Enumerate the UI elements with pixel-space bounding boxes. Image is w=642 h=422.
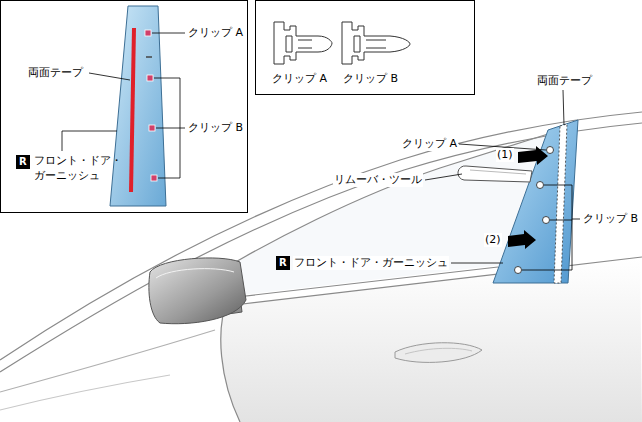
part-label: クリップ A bbox=[401, 137, 458, 151]
part-label: クリップ B bbox=[582, 212, 639, 226]
inset-garnish bbox=[110, 6, 166, 206]
leader-line bbox=[89, 73, 130, 80]
null bbox=[151, 175, 157, 181]
badge-letter: R bbox=[19, 156, 27, 167]
clip-mark bbox=[547, 147, 554, 154]
clip-drawing bbox=[342, 22, 410, 64]
part-label: リムーバ・ツール bbox=[333, 173, 423, 187]
clip-drawing bbox=[274, 22, 332, 64]
car-door bbox=[228, 267, 498, 298]
part-label: 両面テープ bbox=[536, 74, 593, 88]
door-garnish bbox=[554, 124, 567, 283]
part-label: クリップ B bbox=[188, 121, 243, 135]
clip-mark bbox=[515, 147, 554, 274]
door-mirror bbox=[149, 258, 246, 324]
door-garnish bbox=[493, 120, 578, 283]
leader-line bbox=[451, 263, 503, 264]
null bbox=[145, 30, 151, 36]
null bbox=[145, 30, 157, 181]
part-label: クリップ A bbox=[272, 72, 327, 86]
car-door bbox=[200, 134, 548, 283]
callout-number: (1) bbox=[496, 148, 514, 162]
clip-mark bbox=[515, 267, 522, 274]
leader-line bbox=[152, 33, 185, 34]
leader-line bbox=[425, 90, 580, 270]
r-badge: R bbox=[276, 256, 290, 270]
part-label: 両面テープ bbox=[28, 66, 83, 80]
clip-drawing bbox=[298, 40, 312, 48]
inset-garnish bbox=[146, 56, 152, 58]
car-door bbox=[0, 375, 170, 410]
car-door bbox=[200, 134, 548, 296]
leader-line bbox=[154, 78, 185, 178]
remover-tool bbox=[458, 166, 532, 182]
car-door bbox=[0, 112, 642, 422]
door-handle bbox=[405, 348, 472, 354]
inset-panel: クリップ A クリップ B bbox=[255, 0, 475, 95]
car-door bbox=[0, 330, 215, 392]
door-handle bbox=[395, 343, 482, 363]
badge-letter: R bbox=[279, 257, 287, 268]
null bbox=[147, 75, 153, 81]
null bbox=[149, 125, 155, 131]
leader-line bbox=[62, 131, 117, 151]
door-mirror bbox=[156, 269, 234, 278]
remover-tool bbox=[470, 170, 526, 174]
r-badge: R bbox=[16, 155, 30, 169]
inset-ground bbox=[0, 0, 475, 213]
inset-panel: クリップ A 両面テープクリップ B フロント・ドア・ ガーニッシュ R bbox=[0, 0, 248, 213]
clip-drawing bbox=[274, 22, 410, 64]
car-door bbox=[226, 257, 642, 306]
door-handle bbox=[395, 343, 482, 363]
direction-arrow bbox=[508, 230, 536, 249]
inset-garnish bbox=[110, 6, 166, 206]
clip-drawing bbox=[354, 36, 360, 52]
direction-arrow bbox=[508, 146, 548, 249]
leader-line bbox=[522, 185, 580, 270]
leader-line bbox=[425, 174, 462, 180]
clip-drawing bbox=[366, 40, 386, 48]
clip-mark bbox=[543, 217, 550, 224]
part-label: フロント・ドア・ガーニッシュ bbox=[293, 256, 449, 270]
inset-garnish bbox=[131, 28, 134, 192]
inset-ground bbox=[255, 0, 475, 95]
clip-drawing bbox=[286, 36, 292, 52]
part-label: フロント・ドア・ ガーニッシュ bbox=[34, 153, 130, 183]
clip-mark bbox=[537, 182, 544, 189]
inset-ground bbox=[0, 0, 248, 213]
door-mirror bbox=[149, 258, 246, 324]
part-label: クリップ A bbox=[188, 26, 243, 40]
door-garnish bbox=[493, 120, 578, 283]
leader-line bbox=[563, 90, 564, 125]
callout-number: (2) bbox=[484, 233, 502, 247]
part-label: クリップ B bbox=[343, 72, 398, 86]
remover-tool bbox=[458, 166, 532, 182]
